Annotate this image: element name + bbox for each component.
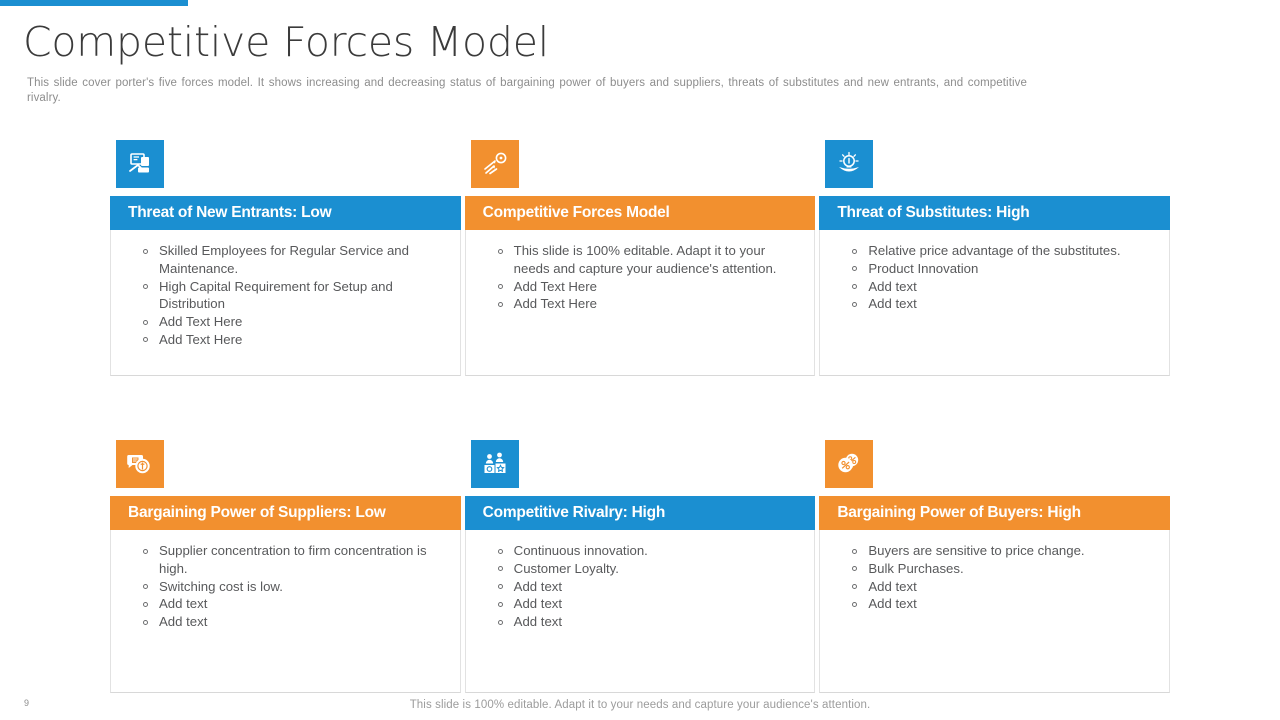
card-competitive-rivalry[interactable]: Competitive Rivalry: High Continuous inn… — [464, 440, 816, 693]
list-item: Continuous innovation. — [490, 542, 801, 560]
card-competitive-forces-model[interactable]: Competitive Forces Model This slide is 1… — [464, 140, 816, 376]
bullet-list: Buyers are sensitive to price change. Bu… — [844, 542, 1155, 613]
card-title: Competitive Rivalry: High — [464, 496, 816, 530]
page-number: 9 — [24, 698, 30, 708]
list-item: Add text — [135, 613, 446, 631]
card-title: Threat of Substitutes: High — [819, 196, 1171, 230]
presentation-hand-icon — [116, 140, 164, 188]
list-item: Add text — [135, 595, 446, 613]
top-accent-bar — [0, 0, 188, 6]
card-title: Bargaining Power of Buyers: High — [819, 496, 1171, 530]
card-body: Continuous innovation. Customer Loyalty.… — [464, 530, 816, 693]
card-title: Bargaining Power of Suppliers: Low — [110, 496, 461, 530]
list-item: Add text — [490, 613, 801, 631]
card-body: Skilled Employees for Regular Service an… — [110, 230, 461, 376]
arrows-target-icon — [470, 140, 519, 188]
bullet-list: Skilled Employees for Regular Service an… — [135, 242, 446, 349]
list-item: Relative price advantage of the substitu… — [844, 242, 1155, 260]
list-item: Add Text Here — [135, 313, 446, 331]
two-people-podium-icon — [470, 440, 519, 488]
bullet-list: Relative price advantage of the substitu… — [844, 242, 1155, 313]
card-threat-of-substitutes[interactable]: Threat of Substitutes: High Relative pri… — [819, 140, 1171, 376]
row-spacer — [110, 376, 1170, 440]
card-title: Competitive Forces Model — [464, 196, 816, 230]
card-body: This slide is 100% editable. Adapt it to… — [464, 230, 816, 376]
list-item: Customer Loyalty. — [490, 560, 801, 578]
list-item: Buyers are sensitive to price change. — [844, 542, 1155, 560]
page-subtitle: This slide cover porter's five forces mo… — [27, 77, 1027, 104]
list-item: Bulk Purchases. — [844, 560, 1155, 578]
forces-row-bottom: Bargaining Power of Suppliers: Low Suppl… — [110, 440, 1171, 693]
list-item: Add text — [844, 595, 1155, 613]
card-body: Supplier concentration to firm concentra… — [110, 530, 461, 693]
card-title: Threat of New Entrants: Low — [110, 196, 461, 230]
list-item: Add text — [844, 278, 1155, 296]
card-body: Buyers are sensitive to price change. Bu… — [819, 530, 1171, 693]
lightbulb-idea-icon — [825, 140, 874, 188]
bullet-list: This slide is 100% editable. Adapt it to… — [490, 242, 801, 313]
list-item: Add text — [490, 578, 801, 596]
list-item: Add Text Here — [490, 278, 801, 296]
chat-bubbles-percent-icon — [825, 440, 874, 488]
list-item: High Capital Requirement for Setup and D… — [135, 278, 446, 314]
bullet-list: Continuous innovation. Customer Loyalty.… — [490, 542, 801, 631]
card-bargaining-power-of-buyers[interactable]: Bargaining Power of Buyers: High Buyers … — [819, 440, 1171, 693]
list-item: Switching cost is low. — [135, 578, 446, 596]
chat-bubbles-contract-icon — [116, 440, 164, 488]
card-threat-of-new-entrants[interactable]: Threat of New Entrants: Low Skilled Empl… — [110, 140, 461, 376]
list-item: Add Text Here — [135, 331, 446, 349]
list-item: Supplier concentration to firm concentra… — [135, 542, 446, 578]
list-item: Add text — [844, 578, 1155, 596]
list-item: This slide is 100% editable. Adapt it to… — [490, 242, 801, 278]
list-item: Add Text Here — [490, 295, 801, 313]
card-body: Relative price advantage of the substitu… — [819, 230, 1171, 376]
list-item: Add text — [844, 295, 1155, 313]
card-bargaining-power-of-suppliers[interactable]: Bargaining Power of Suppliers: Low Suppl… — [110, 440, 461, 693]
list-item: Skilled Employees for Regular Service an… — [135, 242, 446, 278]
bullet-list: Supplier concentration to firm concentra… — [135, 542, 446, 631]
footer-note: This slide is 100% editable. Adapt it to… — [409, 699, 871, 711]
forces-grid: Threat of New Entrants: Low Skilled Empl… — [110, 140, 1171, 693]
list-item: Add text — [490, 595, 801, 613]
forces-row-top: Threat of New Entrants: Low Skilled Empl… — [110, 140, 1171, 376]
page-title: Competitive Forces Model — [23, 18, 549, 66]
list-item: Product Innovation — [844, 260, 1155, 278]
